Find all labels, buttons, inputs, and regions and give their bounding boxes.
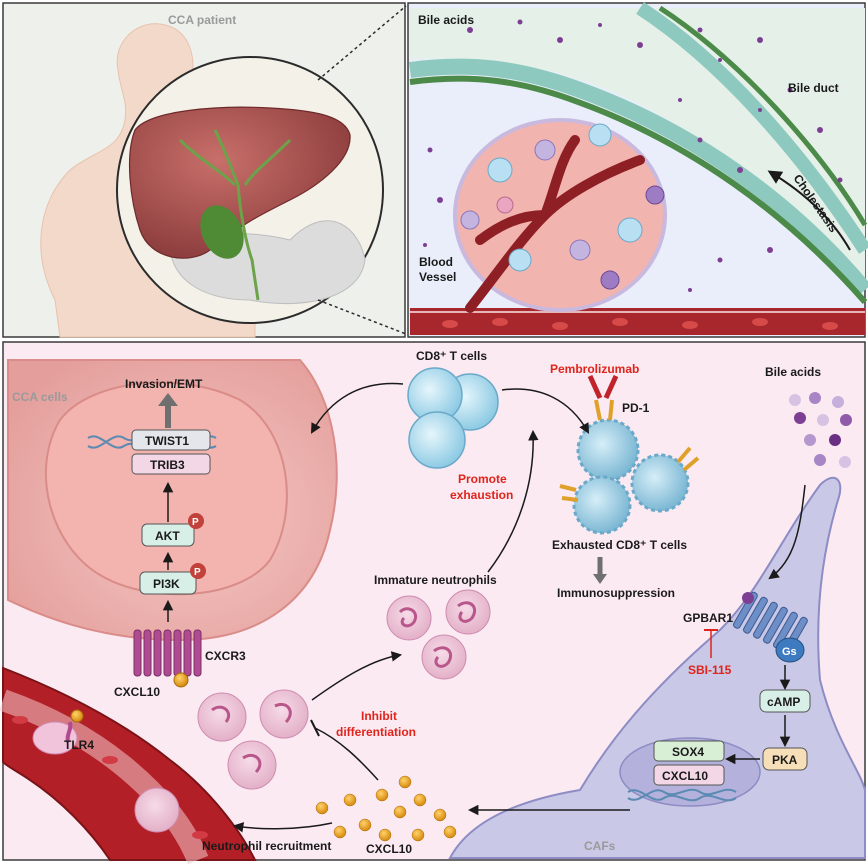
gs-protein — [775, 637, 805, 663]
cxcl10-gene-box — [653, 764, 725, 786]
cxcl10-gene-label: CXCL10 — [662, 769, 708, 783]
arrow-bile-acids-to-gpbar1 — [768, 484, 806, 580]
tlr4-ligand-icon — [70, 709, 84, 723]
invasion-emt-label: Invasion/EMT — [125, 377, 203, 391]
sbi115-label: SBI-115 — [688, 663, 732, 677]
inhibit-differentiation-label-1: Inhibit — [361, 709, 397, 723]
twist1-label: TWIST1 — [145, 434, 189, 448]
trib3-box — [131, 453, 211, 475]
arrow-cxcl10-to-vessel — [232, 822, 333, 833]
akt-phospho-icon — [188, 513, 204, 529]
bile-duct-wall-upper-outer — [409, 75, 868, 304]
gpbar1-bound-bile-acid — [742, 592, 754, 604]
bile-acids-label-top: Bile acids — [418, 13, 474, 27]
bile-duct-tree — [178, 129, 292, 301]
gs-label: Gs — [782, 646, 797, 658]
rbc-row — [442, 318, 838, 330]
cxcr3-receptor — [133, 629, 202, 677]
patient-label: CCA patient — [168, 13, 236, 27]
arrow-tcells-to-cca — [310, 382, 404, 434]
exhausted-cd8-label: Exhausted CD8⁺ T cells — [552, 538, 687, 552]
immature-neutrophils — [386, 589, 491, 680]
twist1-box — [131, 429, 211, 451]
pi3k-phospho-label: P — [194, 567, 201, 578]
cxcl10-bound-ligand — [173, 672, 189, 688]
bile-duct-wall-upper — [408, 58, 868, 296]
dna-helix-caf — [627, 788, 737, 802]
pka-box — [762, 747, 808, 771]
pembrolizumab-antibody — [587, 374, 619, 400]
mature-neutrophils — [134, 689, 309, 833]
cd8-t-cells — [407, 367, 499, 469]
pd1-receptors — [559, 399, 700, 502]
cholestasis-arrow — [767, 170, 851, 251]
pka-label: PKA — [772, 753, 798, 767]
blood-vessel-label-2: Vessel — [419, 270, 456, 284]
promote-exhaustion-label-1: Promote — [458, 472, 507, 486]
tumor-microenvironment-panel: Bile acids Bile duct Cholestasis Blood V… — [407, 2, 868, 338]
sox4-label: SOX4 — [672, 745, 704, 759]
exhausted-t-cells — [572, 418, 690, 535]
gallbladder — [200, 205, 244, 259]
tlr4-receptor-icon — [65, 721, 73, 743]
immature-neutrophils-label: Immature neutrophils — [374, 573, 497, 587]
cxcl10-receptor-label: CXCL10 — [114, 685, 160, 699]
tumor-cells — [460, 123, 665, 290]
arrow-neutrophils-to-immature — [311, 651, 403, 701]
gpbar1-label: GPBAR1 — [683, 611, 733, 625]
blood-vessel-label-1: Blood — [419, 255, 453, 269]
cafs-label: CAFs — [584, 839, 616, 853]
mechanism-panel: CAFs CCA cells Invasion/EMT TWIST1 TRIB3… — [0, 341, 866, 864]
tlr4-label: TLR4 — [64, 738, 94, 752]
cca-cells-label: CCA cells — [12, 390, 68, 404]
arrow-tcells-to-exhausted — [501, 388, 590, 434]
promote-exhaustion-label-2: exhaustion — [450, 488, 513, 502]
bile-duct-wall-right-outer — [658, 5, 868, 227]
immunosuppression-label: Immunosuppression — [557, 586, 675, 600]
camp-label: cAMP — [767, 695, 800, 709]
pi3k-phospho-icon — [190, 563, 206, 579]
bile-duct-wall-right — [636, 2, 868, 254]
pi3k-label: PI3K — [153, 577, 180, 591]
cd8-t-cells-label: CD8⁺ T cells — [416, 349, 487, 363]
zoom-line-bottom — [317, 299, 407, 335]
zoom-line-top — [317, 5, 407, 81]
vessel-neutrophil — [32, 721, 78, 755]
caf-cell — [448, 476, 866, 859]
bile-acid-particles — [423, 19, 843, 292]
bile-duct-label: Bile duct — [788, 81, 839, 95]
akt-phospho-label: P — [192, 517, 199, 528]
bile-duct-lumen — [410, 8, 865, 280]
cxcl10-secreted-label: CXCL10 — [366, 842, 412, 856]
arrow-neutrophils-to-exhaustion — [487, 429, 539, 573]
bile-acids-label-bottom: Bile acids — [765, 365, 821, 379]
trib3-label: TRIB3 — [150, 458, 185, 472]
tumor-vessel-branches — [465, 135, 645, 313]
patient-panel: CCA patient — [2, 2, 407, 338]
akt-box — [141, 523, 195, 547]
sox4-box — [653, 740, 725, 762]
bile-acid-cluster — [789, 392, 852, 468]
camp-box — [759, 689, 811, 713]
pembrolizumab-label: Pembrolizumab — [550, 362, 639, 376]
inhibit-differentiation-line — [314, 727, 379, 781]
cxcl10-particles — [315, 775, 457, 842]
cxcr3-label: CXCR3 — [205, 649, 246, 663]
neutrophil-recruitment-label: Neutrophil recruitment — [202, 839, 331, 853]
pd1-label: PD-1 — [622, 401, 650, 415]
inhibit-differentiation-label-2: differentiation — [336, 725, 416, 739]
akt-label: AKT — [155, 529, 180, 543]
pi3k-box — [139, 571, 197, 595]
